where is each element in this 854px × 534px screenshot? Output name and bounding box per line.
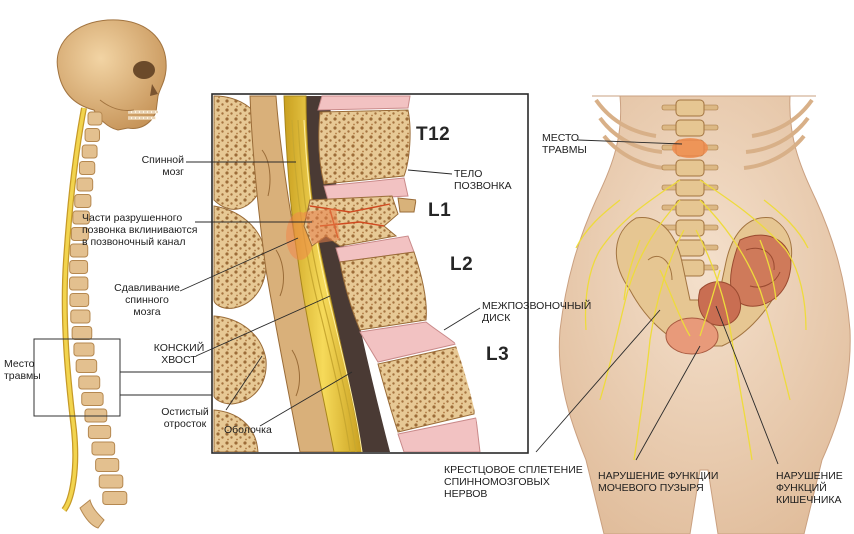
vertebra bbox=[75, 359, 98, 373]
vertebra-label-l1: L1 bbox=[428, 200, 452, 221]
vertebra bbox=[675, 199, 705, 217]
injury-site-left-label: Место травмы bbox=[4, 358, 41, 382]
bladder-dysfunction-label: НАРУШЕНИЕ ФУНКЦИИ МОЧЕВОГО ПУЗЫРЯ bbox=[598, 470, 719, 494]
vertebra bbox=[98, 474, 124, 489]
spinal-cord-label: Спинной мозг bbox=[141, 154, 184, 178]
vertebra bbox=[84, 128, 100, 142]
membrane-label: Оболочка bbox=[224, 424, 272, 436]
vertebra bbox=[87, 111, 103, 126]
vertebra-label-l2: L2 bbox=[450, 254, 474, 275]
vertebra bbox=[95, 458, 120, 472]
fragments-label: Части разрушенного позвонка вклиниваются… bbox=[82, 212, 198, 248]
compression-label: Сдавливание спинного мозга bbox=[114, 282, 180, 318]
vertebra bbox=[69, 293, 90, 307]
vertebral-body-label: ТЕЛО ПОЗВОНКА bbox=[454, 168, 512, 192]
bowel-dysfunction-label: НАРУШЕНИЕ ФУНКЦИЙ КИШЕЧНИКА bbox=[776, 470, 843, 506]
vertebra bbox=[70, 309, 91, 324]
spine-section-illustration bbox=[211, 93, 529, 454]
vertebra bbox=[81, 392, 104, 406]
vertebra bbox=[76, 177, 94, 192]
leader-lines bbox=[120, 139, 779, 465]
sacrum bbox=[79, 499, 105, 529]
injury-site-right-label: МЕСТО ТРАВМЫ bbox=[542, 132, 587, 156]
vertebra bbox=[78, 375, 101, 390]
vertebra bbox=[78, 161, 96, 175]
vertebra bbox=[74, 194, 92, 208]
vertebra bbox=[69, 260, 89, 274]
vertebra-label-t12: T12 bbox=[416, 124, 451, 145]
spinous-process-label: Остистый отросток bbox=[161, 406, 209, 430]
vertebra bbox=[675, 179, 705, 197]
vertebra bbox=[72, 210, 90, 225]
vertebra bbox=[87, 425, 112, 439]
sacral-plexus-label: КРЕСТЦОВОЕ СПЛЕТЕНИЕ СПИННОМОЗГОВЫХ НЕРВ… bbox=[444, 464, 583, 500]
vertebra bbox=[91, 441, 116, 456]
vertebra bbox=[675, 99, 705, 117]
vertebra bbox=[69, 276, 89, 291]
vertebra bbox=[70, 227, 89, 241]
vertebra-label-l3: L3 bbox=[486, 344, 510, 365]
vertebra bbox=[675, 119, 705, 137]
pelvis-nerves-illustration bbox=[558, 95, 851, 534]
vertebra bbox=[675, 159, 705, 177]
vertebra bbox=[675, 219, 705, 237]
skeleton-side-illustration bbox=[33, 19, 167, 529]
vertebra bbox=[69, 243, 89, 258]
intervertebral-disc-label: МЕЖПОЗВОНОЧНЫЙ ДИСК bbox=[482, 300, 592, 324]
vertebra bbox=[71, 326, 93, 340]
vertebra bbox=[73, 342, 95, 357]
vertebra bbox=[81, 144, 98, 159]
vertebra bbox=[102, 491, 128, 505]
cauda-equina-label: КОНСКИЙ ХВОСТ bbox=[153, 342, 205, 366]
